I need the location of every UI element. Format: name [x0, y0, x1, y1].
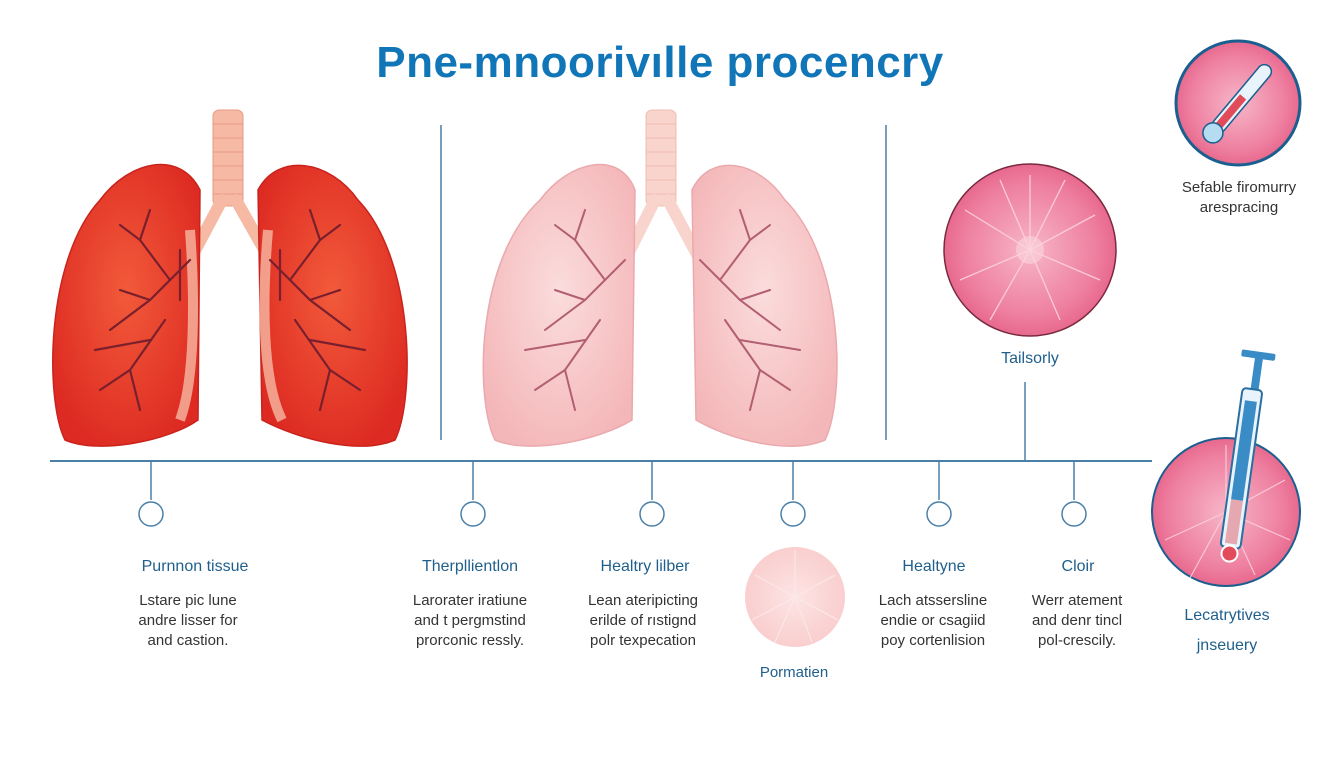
stage-desc-2: Larorater iratiune and t pergmstind pror… [370, 591, 570, 651]
stage-desc-1-line-2: andre lisser for [138, 612, 238, 629]
stage-desc-2-line-3: prorconic ressly. [415, 632, 525, 649]
stage-desc-6-line-1: Werr atement [1031, 592, 1123, 609]
top-right-caption: Sefable firomurry arespracing [1139, 178, 1339, 218]
stage-label-3: Healtry lilber [600, 558, 690, 575]
timeline-node-4 [780, 501, 806, 527]
timeline-node-6 [1061, 501, 1087, 527]
right-caption: Lecatrytives jnseuery [1127, 601, 1327, 661]
stage-desc-3-line-3: polr texpecation [590, 632, 696, 649]
timeline-node-5 [926, 501, 952, 527]
timeline-node-2 [460, 501, 486, 527]
stage-desc-5: Lach atssersline endie or csagiid poy co… [833, 591, 1033, 651]
right-caption-line-2: jnseuery [1196, 637, 1258, 654]
right-caption-line-1: Lecatrytives [1184, 607, 1270, 624]
timeline-node-1 [138, 501, 164, 527]
stage-label-4: Pormatien [759, 664, 829, 681]
top-right-caption-line-1: Sefable firomurry [1181, 179, 1297, 196]
stage-desc-1-line-1: Lstare pic lune [139, 592, 237, 609]
pale-tissue-circle [745, 547, 845, 647]
healthy-lung-icon [482, 109, 838, 447]
stage-desc-3-line-1: Lean ateripicting [587, 592, 699, 609]
stage-desc-3-line-2: erilde of rıstignd [589, 612, 697, 629]
top-right-caption-line-2: arespracing [1199, 199, 1279, 216]
inflamed-lung-icon [52, 109, 408, 447]
stage-label-5: Healtyne [902, 558, 966, 575]
stage-desc-6-line-2: and denr tincl [1031, 612, 1123, 629]
stage-desc-2-line-1: Larorater iratiune [412, 592, 528, 609]
stage-label-2: Therpllientlon [421, 558, 519, 575]
syringe-icon [1151, 349, 1301, 587]
stage-desc-5-line-2: endie or csagiid [880, 612, 986, 629]
timeline-node-3 [639, 501, 665, 527]
stage-desc-1-line-3: and castion. [147, 632, 229, 649]
stage-desc-3: Lean ateripicting erilde of rıstignd pol… [543, 591, 743, 651]
thermometer-icon [1174, 39, 1302, 167]
tissue-caption: Tailsorly [1001, 350, 1059, 367]
tissue-circle-icon [943, 163, 1117, 337]
stage-desc-1: Lstare pic lune andre lisser for and cas… [88, 591, 288, 651]
stage-desc-6-line-3: pol-crescily. [1037, 632, 1117, 649]
stage-desc-2-line-2: and t pergmstind [414, 612, 526, 629]
stage-label-6: Cloir [1061, 558, 1095, 575]
stage-label-1: Purnnon tissue [141, 558, 249, 575]
stage-desc-5-line-1: Lach atssersline [878, 592, 988, 609]
page-title: Pne-mnoorivılle procencry [376, 38, 944, 87]
stage-desc-5-line-3: poy cortenlision [880, 632, 986, 649]
trachea-icon [184, 109, 276, 266]
timeline [50, 460, 1152, 527]
stage-desc-6: Werr atement and denr tincl pol-crescily… [977, 591, 1177, 651]
